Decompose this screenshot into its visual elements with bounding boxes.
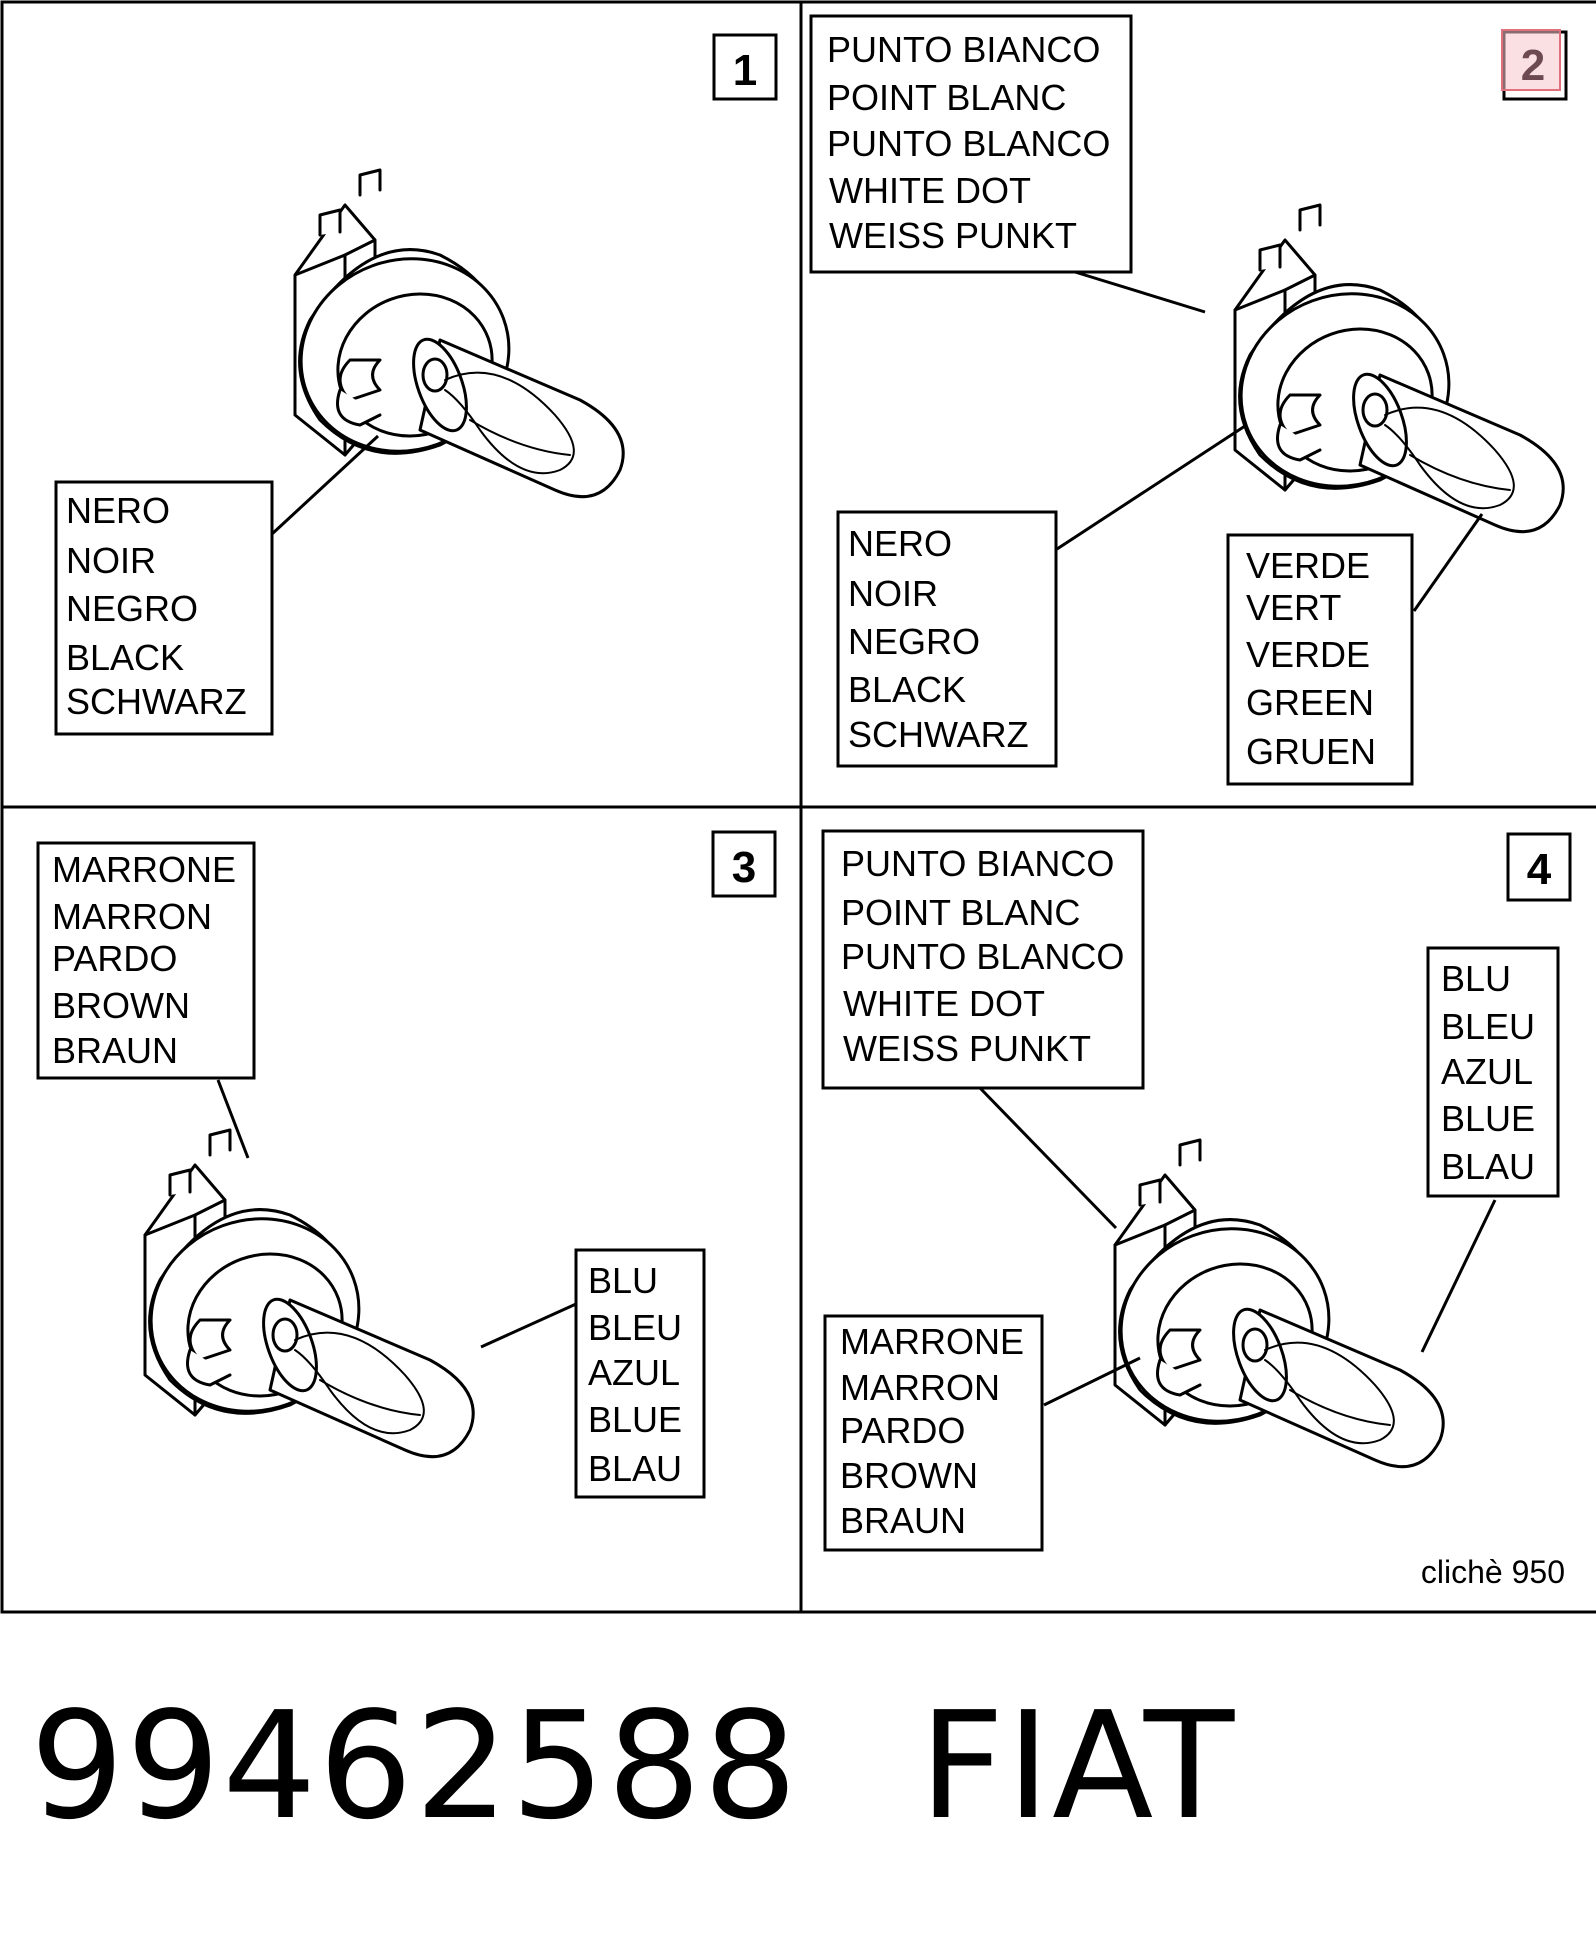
footer: 99462588 FIAT xyxy=(30,1680,1236,1852)
label-line: BLU xyxy=(588,1260,658,1301)
leader-line xyxy=(1420,1199,1497,1353)
label-box-panel3-blue: BLU BLEU AZUL BLUE BLAU xyxy=(574,1248,706,1499)
label-line: WEISS PUNKT xyxy=(829,215,1077,256)
part-number: 99462588 xyxy=(30,1680,800,1852)
label-line: BLAU xyxy=(588,1448,682,1489)
label-line: SCHWARZ xyxy=(848,714,1029,755)
label-line: WHITE DOT xyxy=(829,170,1031,211)
label-line: NOIR xyxy=(66,540,156,581)
label-line: BLACK xyxy=(848,669,966,710)
label-line: WHITE DOT xyxy=(843,983,1045,1024)
label-line: PUNTO BIANCO xyxy=(841,843,1114,884)
label-line: BLU xyxy=(1441,958,1511,999)
label-line: PUNTO BIANCO xyxy=(827,29,1100,70)
label-box-panel3-brown: MARRONE MARRON PARDO BROWN BRAUN xyxy=(36,841,256,1080)
label-line: BLUE xyxy=(588,1399,682,1440)
label-line: PARDO xyxy=(840,1410,965,1451)
bulb-illustration-2 xyxy=(1212,203,1565,534)
leader-line xyxy=(216,1079,250,1159)
panel-number-1: 1 xyxy=(712,33,778,101)
label-line: NOIR xyxy=(848,573,938,614)
label-line: BLEU xyxy=(1441,1006,1535,1047)
label-line: NEGRO xyxy=(66,588,198,629)
label-box-panel4-blue: BLU BLEU AZUL BLUE BLAU xyxy=(1426,946,1560,1198)
label-line: NERO xyxy=(848,523,952,564)
label-line: MARRON xyxy=(52,896,212,937)
label-line: NEGRO xyxy=(848,621,980,662)
label-line: PARDO xyxy=(52,938,177,979)
panel-number-4: 4 xyxy=(1506,832,1572,902)
leader-line xyxy=(480,1302,577,1349)
label-line: WEISS PUNKT xyxy=(843,1028,1091,1069)
bulb-illustration-4 xyxy=(1092,1138,1445,1469)
panel-number-2: 2 xyxy=(1501,29,1568,101)
panel-number-label: 1 xyxy=(733,46,757,95)
label-line: GREEN xyxy=(1246,682,1374,723)
label-line: BRAUN xyxy=(52,1030,178,1071)
label-line: PUNTO BLANCO xyxy=(827,123,1110,164)
leader-line xyxy=(1043,1356,1141,1407)
panel-number-label: 3 xyxy=(732,843,756,892)
label-box-panel1-black: NERO NOIR NEGRO BLACK SCHWARZ xyxy=(54,480,274,736)
leader-line xyxy=(1074,270,1206,314)
leader-line xyxy=(270,434,380,536)
label-line: BLUE xyxy=(1441,1098,1535,1139)
label-line: POINT BLANC xyxy=(827,77,1066,118)
label-line: BLAU xyxy=(1441,1146,1535,1187)
label-line: AZUL xyxy=(1441,1051,1533,1092)
label-line: PUNTO BLANCO xyxy=(841,936,1124,977)
label-box-panel2-white-dot: PUNTO BIANCO POINT BLANC PUNTO BLANCO WH… xyxy=(809,14,1133,274)
label-line: SCHWARZ xyxy=(66,681,247,722)
label-line: VERDE xyxy=(1246,545,1370,586)
panel-number-3: 3 xyxy=(711,830,777,898)
panel-number-label: 2 xyxy=(1521,41,1545,90)
label-line: AZUL xyxy=(588,1352,680,1393)
label-line: BROWN xyxy=(52,985,190,1026)
label-line: MARRON xyxy=(840,1367,1000,1408)
brand-name: FIAT xyxy=(919,1680,1237,1852)
leader-line xyxy=(1056,424,1246,551)
label-line: VERT xyxy=(1246,587,1341,628)
label-line: MARRONE xyxy=(840,1321,1024,1362)
label-box-panel4-brown: MARRONE MARRON PARDO BROWN BRAUN xyxy=(823,1314,1044,1552)
label-line: BROWN xyxy=(840,1455,978,1496)
bulb-illustration-3 xyxy=(122,1128,475,1459)
label-line: BLEU xyxy=(588,1307,682,1348)
label-line: GRUEN xyxy=(1246,731,1376,772)
leader-line xyxy=(978,1086,1118,1230)
label-box-panel2-green: VERDE VERT VERDE GREEN GRUEN xyxy=(1226,533,1414,786)
label-box-panel2-black: NERO NOIR NEGRO BLACK SCHWARZ xyxy=(836,510,1058,768)
label-line: BRAUN xyxy=(840,1500,966,1541)
label-line: VERDE xyxy=(1246,634,1370,675)
label-line: BLACK xyxy=(66,637,184,678)
highlight-box xyxy=(1501,29,1561,91)
label-line: POINT BLANC xyxy=(841,892,1080,933)
cliche-reference: clichè 950 xyxy=(1421,1554,1565,1590)
label-line: MARRONE xyxy=(52,849,236,890)
label-box-panel4-white-dot: PUNTO BIANCO POINT BLANC PUNTO BLANCO WH… xyxy=(821,829,1145,1090)
label-line: NERO xyxy=(66,490,170,531)
leader-line xyxy=(1412,513,1484,612)
bulb-illustration-1 xyxy=(272,168,625,499)
panel-number-label: 4 xyxy=(1527,845,1552,894)
